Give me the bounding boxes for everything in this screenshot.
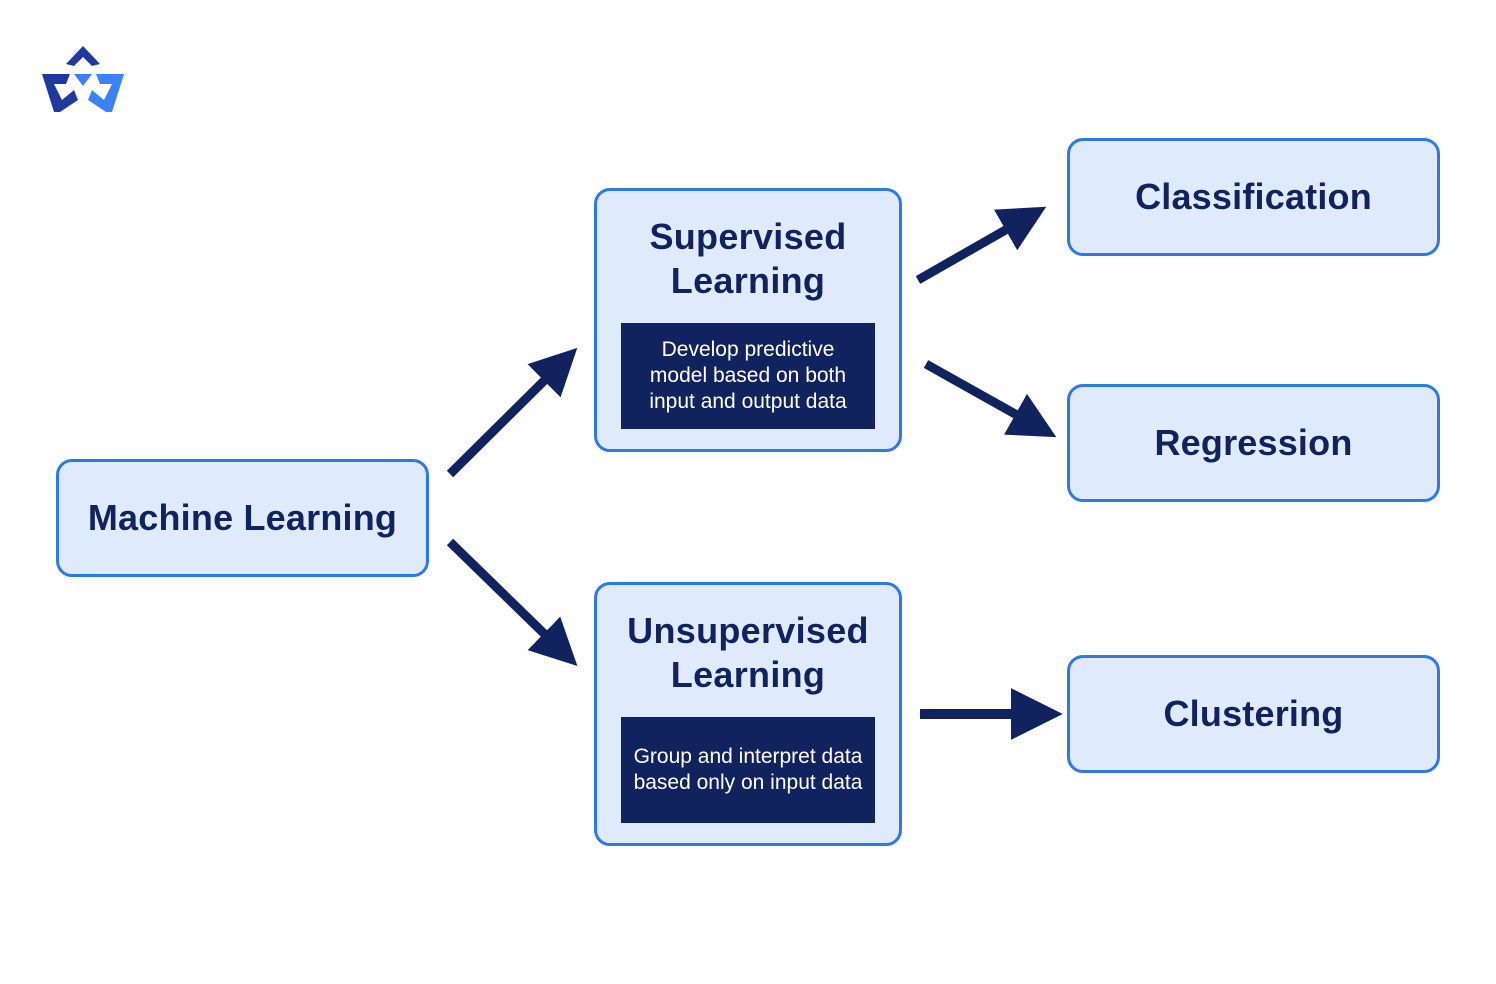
node-supervised-learning: Supervised Learning Develop predictive m… — [594, 188, 902, 452]
node-supervised-title-line2: Learning — [670, 260, 826, 301]
logo-right-wing — [88, 74, 124, 112]
node-regression-label: Regression — [1154, 422, 1353, 463]
logo-center — [74, 74, 92, 86]
node-unsupervised-description: Group and interpret data based only on i… — [621, 717, 875, 823]
node-classification-label: Classification — [1135, 176, 1372, 217]
node-clustering: Clustering — [1067, 655, 1440, 773]
node-classification: Classification — [1067, 138, 1440, 256]
node-unsupervised-title-line1: Unsupervised — [627, 610, 869, 651]
node-supervised-title: Supervised Learning — [649, 215, 846, 303]
node-clustering-label: Clustering — [1163, 693, 1344, 734]
logo-top-peak — [66, 46, 100, 66]
node-supervised-description: Develop predictive model based on both i… — [621, 323, 875, 429]
node-regression: Regression — [1067, 384, 1440, 502]
arrow-supervised-to-classification — [915, 206, 1047, 284]
arrow-supervised-to-regression — [923, 360, 1057, 438]
node-machine-learning-label: Machine Learning — [87, 497, 398, 538]
arrow-ml-to-supervised — [446, 347, 578, 478]
node-unsupervised-title: Unsupervised Learning — [627, 609, 869, 697]
logo-left-wing — [42, 74, 78, 112]
node-unsupervised-title-line2: Learning — [670, 654, 826, 695]
node-machine-learning: Machine Learning — [56, 459, 429, 577]
brand-logo-icon — [42, 46, 124, 112]
arrow-ml-to-unsupervised — [446, 538, 578, 667]
node-supervised-title-line1: Supervised — [649, 216, 847, 257]
node-unsupervised-learning: Unsupervised Learning Group and interpre… — [594, 582, 902, 846]
